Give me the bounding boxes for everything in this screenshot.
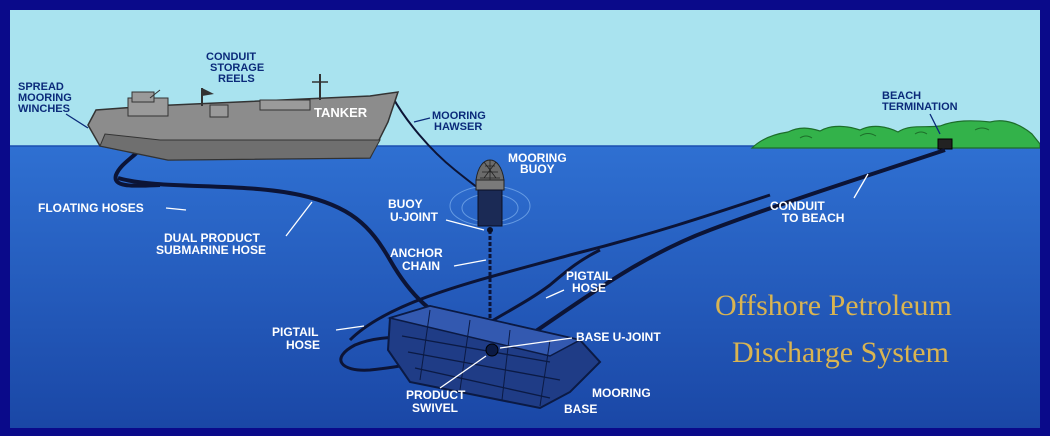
- svg-text:CONDUIT: CONDUIT: [770, 199, 825, 213]
- svg-text:BEACH: BEACH: [882, 90, 921, 102]
- pigtail-hose-to-conduit: [348, 193, 771, 342]
- svg-text:MOORING: MOORING: [592, 386, 651, 400]
- svg-text:BASE: BASE: [564, 402, 597, 416]
- svg-text:BASE U-JOINT: BASE U-JOINT: [576, 330, 661, 344]
- svg-text:MOORING: MOORING: [432, 110, 486, 122]
- svg-text:TERMINATION: TERMINATION: [882, 101, 958, 113]
- island: [750, 120, 1040, 150]
- svg-text:PRODUCT: PRODUCT: [406, 388, 466, 402]
- title-line-1: Offshore Petroleum: [715, 289, 952, 322]
- label-mooring-hawser: MOORING HAWSER: [413, 110, 486, 133]
- label-buoy-u-joint: BUOY U-JOINT: [388, 197, 485, 231]
- svg-text:STORAGE: STORAGE: [210, 62, 264, 74]
- svg-text:SWIVEL: SWIVEL: [412, 401, 458, 415]
- svg-text:U-JOINT: U-JOINT: [390, 210, 439, 224]
- svg-text:REELS: REELS: [218, 73, 255, 85]
- svg-text:SPREAD: SPREAD: [18, 81, 64, 93]
- svg-text:WINCHES: WINCHES: [18, 103, 70, 115]
- conduit-to-beach-hose: [498, 148, 946, 357]
- label-anchor-chain: ANCHOR CHAIN: [390, 246, 487, 273]
- pigtail-hose-right-line: [479, 248, 601, 330]
- label-conduit-storage-reels: CONDUIT STORAGE REELS: [206, 51, 264, 85]
- svg-text:PIGTAIL: PIGTAIL: [566, 269, 612, 283]
- svg-text:BUOY: BUOY: [520, 162, 555, 176]
- mooring-buoy: [449, 159, 531, 233]
- svg-text:HOSE: HOSE: [286, 338, 320, 352]
- svg-text:CHAIN: CHAIN: [402, 259, 440, 273]
- label-beach-termination: BEACH TERMINATION: [882, 90, 958, 135]
- svg-text:TO BEACH: TO BEACH: [782, 211, 844, 225]
- base-u-joint-node: [485, 343, 499, 357]
- label-pigtail-hose-right: PIGTAIL HOSE: [545, 269, 612, 299]
- svg-text:HOSE: HOSE: [572, 281, 606, 295]
- title-line-2: Discharge System: [732, 336, 949, 369]
- svg-text:BUOY: BUOY: [388, 197, 423, 211]
- label-pigtail-hose-left: PIGTAIL HOSE: [272, 325, 365, 352]
- label-dual-product-submarine-hose: DUAL PRODUCT SUBMARINE HOSE: [156, 201, 313, 257]
- label-mooring-base: MOORING BASE: [564, 386, 651, 416]
- diagram-svg: TANKER Offshore Petroleum Discharge Syst…: [10, 10, 1040, 428]
- beach-termination-block: [937, 138, 953, 150]
- svg-text:HAWSER: HAWSER: [434, 121, 482, 133]
- label-product-swivel: PRODUCT SWIVEL: [406, 355, 487, 415]
- svg-text:CONDUIT: CONDUIT: [206, 51, 256, 63]
- label-mooring-buoy: MOORING BUOY: [508, 151, 567, 176]
- diagram-scene: TANKER Offshore Petroleum Discharge Syst…: [10, 10, 1040, 428]
- label-base-u-joint: BASE U-JOINT: [499, 330, 661, 349]
- svg-text:PIGTAIL: PIGTAIL: [272, 325, 318, 339]
- tanker-label: TANKER: [314, 105, 368, 120]
- dual-product-submarine-hose: [117, 176, 481, 342]
- svg-text:SUBMARINE HOSE: SUBMARINE HOSE: [156, 243, 266, 257]
- svg-text:ANCHOR: ANCHOR: [390, 246, 443, 260]
- label-spread-mooring-winches: SPREAD MOORING WINCHES: [18, 81, 89, 129]
- svg-text:MOORING: MOORING: [18, 92, 72, 104]
- tanker-ship: TANKER: [87, 74, 400, 161]
- svg-text:DUAL PRODUCT: DUAL PRODUCT: [164, 231, 260, 245]
- label-conduit-to-beach: CONDUIT TO BEACH: [770, 173, 869, 225]
- svg-text:MOORING: MOORING: [508, 151, 567, 165]
- svg-text:FLOATING HOSES: FLOATING HOSES: [38, 201, 144, 215]
- label-floating-hoses: FLOATING HOSES: [38, 201, 187, 215]
